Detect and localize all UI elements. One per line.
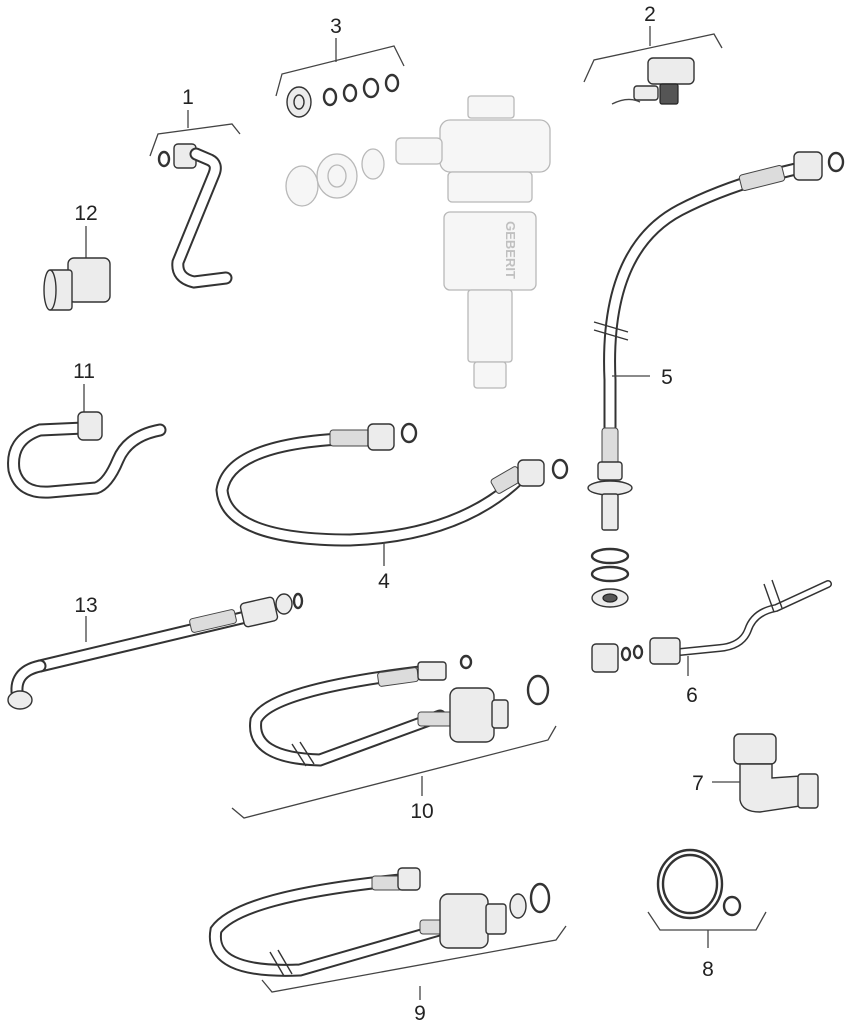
part-13-hose-with-elbow	[7, 592, 304, 710]
callout-6: 6	[686, 684, 698, 707]
callout-11: 11	[73, 360, 95, 383]
callout-8: 8	[702, 958, 714, 981]
callout-9: 9	[414, 1002, 426, 1024]
part-7-elbow-fitting	[712, 733, 819, 813]
part-10-hose-union	[231, 654, 557, 819]
part-12-adapter	[43, 226, 111, 311]
callout-12: 12	[74, 202, 97, 225]
part-1-bent-pipe	[149, 110, 241, 289]
part-4-braided-hose	[215, 422, 569, 566]
part-6-rigid-pipe	[591, 579, 832, 676]
part-3-seal-set	[275, 38, 405, 118]
fill-valve-assembly: GEBERIT	[285, 95, 551, 389]
valve-brand-marking: GEBERIT	[503, 221, 518, 279]
part-2-clip	[583, 26, 723, 105]
callout-10: 10	[410, 800, 433, 823]
callout-5: 5	[661, 366, 673, 389]
callout-1: 1	[182, 86, 194, 109]
part-11-bent-pipe	[7, 384, 167, 499]
part-5-long-hose	[587, 151, 845, 608]
callout-2: 2	[644, 3, 656, 26]
callout-3: 3	[330, 15, 342, 38]
callout-13: 13	[74, 594, 97, 617]
callout-4: 4	[378, 570, 390, 593]
part-8-seals	[647, 848, 767, 948]
callout-7: 7	[692, 772, 704, 795]
part-9-hose-union	[208, 867, 567, 1000]
